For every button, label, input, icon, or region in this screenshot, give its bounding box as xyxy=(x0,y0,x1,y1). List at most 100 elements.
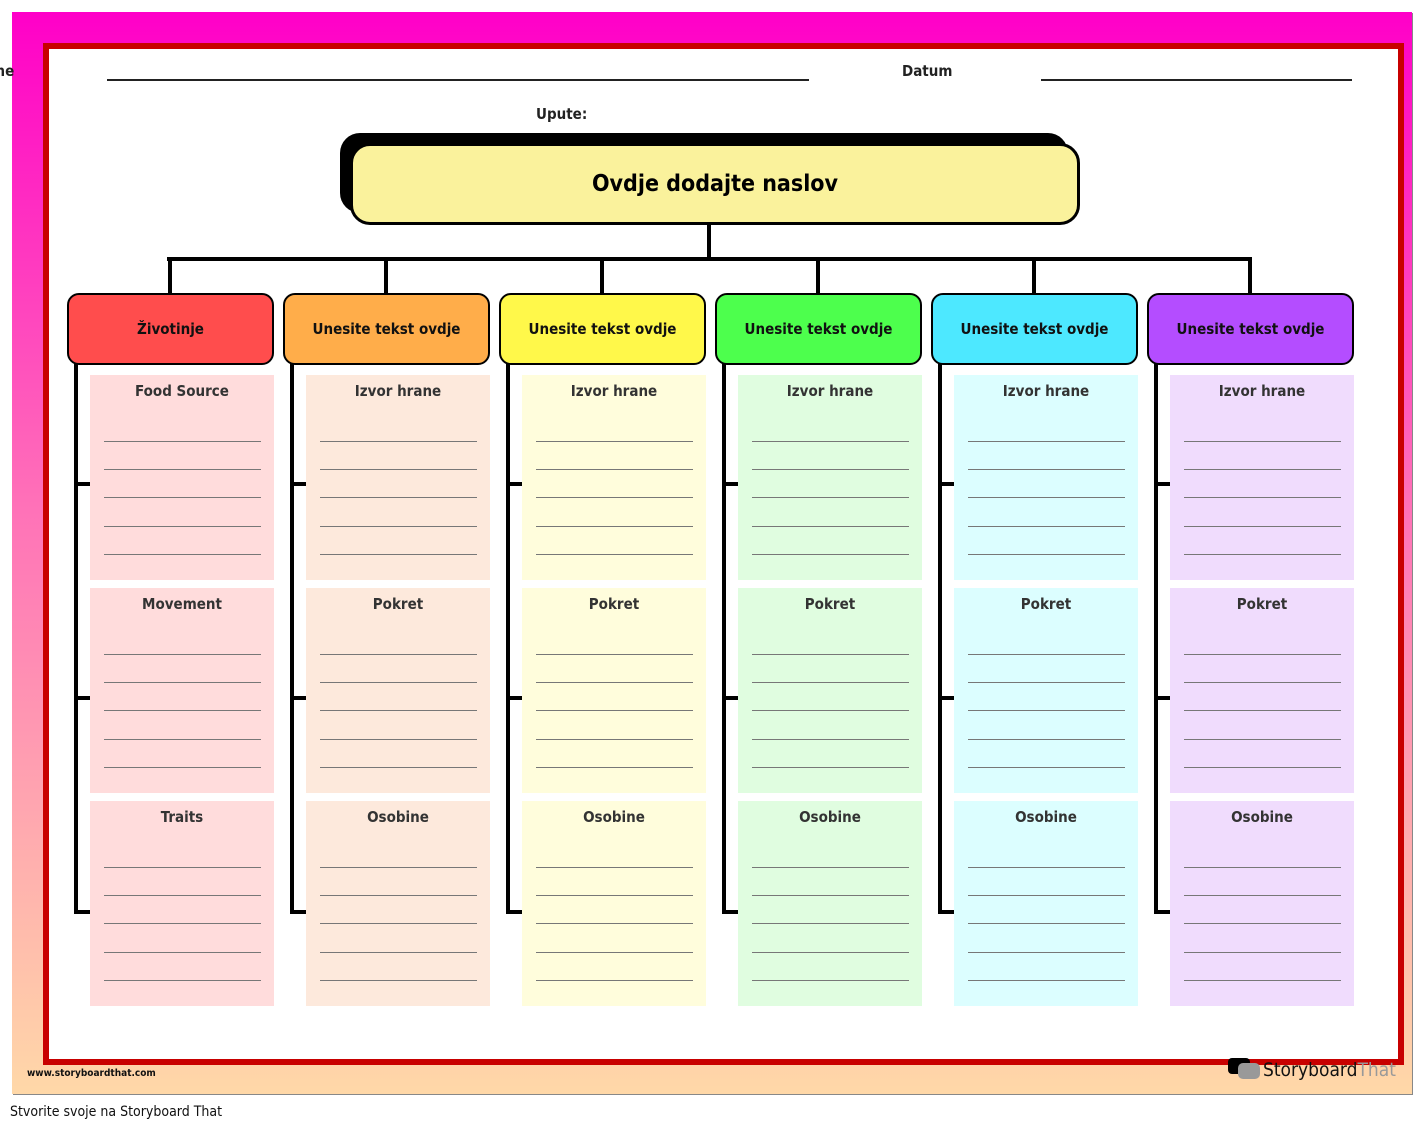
writing-line[interactable] xyxy=(320,682,477,683)
section-box[interactable]: Osobine xyxy=(738,801,922,1006)
writing-line[interactable] xyxy=(752,654,909,655)
writing-line[interactable] xyxy=(752,682,909,683)
writing-line[interactable] xyxy=(320,923,477,924)
writing-line[interactable] xyxy=(1184,554,1341,555)
writing-line[interactable] xyxy=(536,710,693,711)
writing-line[interactable] xyxy=(536,767,693,768)
writing-line[interactable] xyxy=(104,469,261,470)
writing-line[interactable] xyxy=(1184,497,1341,498)
writing-line[interactable] xyxy=(752,952,909,953)
writing-line[interactable] xyxy=(968,980,1125,981)
writing-line[interactable] xyxy=(968,682,1125,683)
writing-line[interactable] xyxy=(1184,952,1341,953)
writing-line[interactable] xyxy=(104,654,261,655)
writing-line[interactable] xyxy=(968,441,1125,442)
writing-line[interactable] xyxy=(1184,441,1341,442)
writing-line[interactable] xyxy=(320,739,477,740)
section-box[interactable]: Movement xyxy=(90,588,274,793)
writing-line[interactable] xyxy=(536,980,693,981)
section-box[interactable]: Pokret xyxy=(1170,588,1354,793)
section-box[interactable]: Izvor hrane xyxy=(954,375,1138,580)
writing-line[interactable] xyxy=(968,710,1125,711)
writing-line[interactable] xyxy=(752,526,909,527)
name-field[interactable] xyxy=(107,79,809,81)
column-heading[interactable]: Unesite tekst ovdje xyxy=(931,293,1138,365)
writing-line[interactable] xyxy=(536,682,693,683)
title-box[interactable]: Ovdje dodajte naslov xyxy=(350,143,1080,225)
writing-line[interactable] xyxy=(536,441,693,442)
writing-line[interactable] xyxy=(320,895,477,896)
writing-line[interactable] xyxy=(752,441,909,442)
section-box[interactable]: Izvor hrane xyxy=(1170,375,1354,580)
writing-line[interactable] xyxy=(320,469,477,470)
writing-line[interactable] xyxy=(1184,469,1341,470)
section-box[interactable]: Osobine xyxy=(306,801,490,1006)
writing-line[interactable] xyxy=(968,767,1125,768)
column-heading[interactable]: Životinje xyxy=(67,293,274,365)
footer-caption[interactable]: Stvorite svoje na Storyboard That xyxy=(10,1104,223,1120)
writing-line[interactable] xyxy=(536,554,693,555)
writing-line[interactable] xyxy=(1184,923,1341,924)
writing-line[interactable] xyxy=(320,952,477,953)
writing-line[interactable] xyxy=(536,952,693,953)
writing-line[interactable] xyxy=(752,739,909,740)
writing-line[interactable] xyxy=(968,554,1125,555)
writing-line[interactable] xyxy=(536,469,693,470)
writing-line[interactable] xyxy=(1184,980,1341,981)
writing-line[interactable] xyxy=(104,710,261,711)
writing-line[interactable] xyxy=(752,895,909,896)
writing-line[interactable] xyxy=(320,710,477,711)
writing-line[interactable] xyxy=(752,710,909,711)
section-box[interactable]: Pokret xyxy=(522,588,706,793)
writing-line[interactable] xyxy=(536,895,693,896)
writing-line[interactable] xyxy=(536,867,693,868)
section-box[interactable]: Izvor hrane xyxy=(306,375,490,580)
column-heading[interactable]: Unesite tekst ovdje xyxy=(499,293,706,365)
writing-line[interactable] xyxy=(104,682,261,683)
writing-line[interactable] xyxy=(104,739,261,740)
writing-line[interactable] xyxy=(104,767,261,768)
section-box[interactable]: Osobine xyxy=(1170,801,1354,1006)
column-heading[interactable]: Unesite tekst ovdje xyxy=(715,293,922,365)
writing-line[interactable] xyxy=(536,526,693,527)
writing-line[interactable] xyxy=(320,767,477,768)
writing-line[interactable] xyxy=(1184,682,1341,683)
writing-line[interactable] xyxy=(1184,767,1341,768)
writing-line[interactable] xyxy=(968,739,1125,740)
column-heading[interactable]: Unesite tekst ovdje xyxy=(1147,293,1354,365)
writing-line[interactable] xyxy=(968,952,1125,953)
section-box[interactable]: Osobine xyxy=(954,801,1138,1006)
writing-line[interactable] xyxy=(320,526,477,527)
section-box[interactable]: Pokret xyxy=(738,588,922,793)
section-box[interactable]: Pokret xyxy=(306,588,490,793)
writing-line[interactable] xyxy=(320,441,477,442)
writing-line[interactable] xyxy=(752,554,909,555)
writing-line[interactable] xyxy=(1184,654,1341,655)
writing-line[interactable] xyxy=(104,441,261,442)
writing-line[interactable] xyxy=(752,980,909,981)
writing-line[interactable] xyxy=(1184,710,1341,711)
writing-line[interactable] xyxy=(752,767,909,768)
writing-line[interactable] xyxy=(320,497,477,498)
section-box[interactable]: Food Source xyxy=(90,375,274,580)
writing-line[interactable] xyxy=(1184,895,1341,896)
writing-line[interactable] xyxy=(104,867,261,868)
writing-line[interactable] xyxy=(104,923,261,924)
writing-line[interactable] xyxy=(968,497,1125,498)
writing-line[interactable] xyxy=(104,952,261,953)
writing-line[interactable] xyxy=(968,867,1125,868)
writing-line[interactable] xyxy=(104,980,261,981)
section-box[interactable]: Izvor hrane xyxy=(738,375,922,580)
section-box[interactable]: Izvor hrane xyxy=(522,375,706,580)
writing-line[interactable] xyxy=(536,654,693,655)
writing-line[interactable] xyxy=(320,980,477,981)
writing-line[interactable] xyxy=(752,469,909,470)
writing-line[interactable] xyxy=(104,526,261,527)
writing-line[interactable] xyxy=(968,654,1125,655)
writing-line[interactable] xyxy=(968,469,1125,470)
writing-line[interactable] xyxy=(1184,526,1341,527)
writing-line[interactable] xyxy=(752,867,909,868)
column-heading[interactable]: Unesite tekst ovdje xyxy=(283,293,490,365)
writing-line[interactable] xyxy=(104,554,261,555)
writing-line[interactable] xyxy=(968,923,1125,924)
